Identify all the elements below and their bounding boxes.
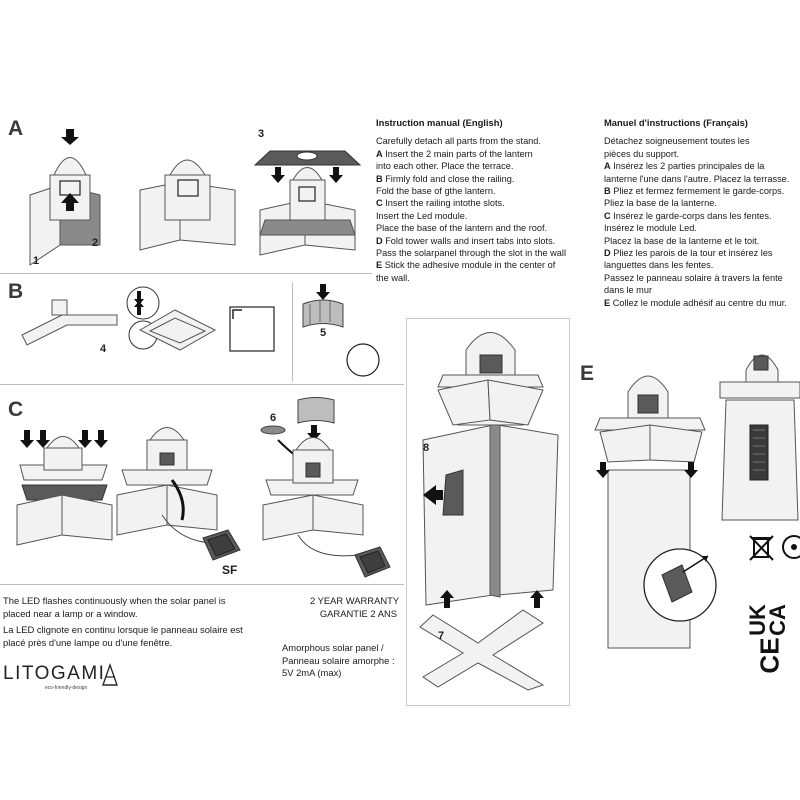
french-line: Insérez le module Led. [604,223,697,234]
led-module-insertion-c2 [116,427,223,544]
part-number-5: 5 [320,327,327,339]
lighthouse-icon [102,663,118,686]
english-line: Pass the solarpanel through the slot in … [376,248,566,259]
solar-panel-spec: Amorphous solar panel / Panneau solaire … [282,642,395,678]
divider-c-bottom [0,584,404,585]
step-label-a: A [8,117,24,140]
arrow-down-icon [61,129,79,145]
part-number-8: 8 [423,442,430,454]
divider-b-c [0,384,404,385]
led-note-fr: La LED clignote en continu lorsque le pa… [3,624,243,648]
english-line: E Stick the adhesive module in the cente… [376,260,556,271]
english-line: into each other. Place the terrace. [376,161,514,172]
french-line: Pliez la base de la lanterne. [604,198,717,209]
french-heading: Manuel d'instructions (Français) [604,117,748,128]
english-line: Place the base of the lantern and the ro… [376,223,548,234]
english-line: B Firmly fold and close the railing. [376,173,515,184]
english-line: Insert the Led module. [376,210,468,221]
french-line: C Insérez le garde-corps dans les fentes… [604,210,772,221]
french-line: D Pliez les parois de la tour et insérez… [604,248,773,259]
railing-folded [126,286,217,351]
ce-mark-icon: CE [754,637,785,674]
part-number-4: 4 [100,343,107,355]
english-line: A Insert the 2 main parts of the lantern [376,148,533,159]
english-line: Carefully detach all parts from the stan… [376,136,541,147]
french-line: Placez la base de la lanterne et le toit… [604,235,760,246]
roof-and-base-c3 [260,397,364,557]
part-number-7: 7 [438,630,445,642]
english-line: the wall. [376,272,410,283]
solar-panel-c3 [354,546,391,578]
step-label-e: E [580,362,595,385]
brand-logo: LITOGAMI [3,663,106,684]
part-number-3: 3 [258,128,265,140]
lantern-assembly-a3 [253,150,362,256]
weee-bin-icon [749,535,774,561]
led-note-en: The LED flashes continuously when the so… [3,595,226,619]
divider-a-b [0,273,372,274]
recycle-icon [782,535,800,559]
part-number-1: 1 [33,255,40,267]
tower-assembly-d [419,332,559,691]
french-line: A Insérez les 2 parties principales de l… [604,161,765,172]
english-line: D Fold tower walls and insert tabs into … [376,235,556,246]
step-label-c: C [8,398,24,421]
led-module-b [302,284,380,377]
french-line: Passez le panneau solaire à travers la f… [604,272,783,283]
part-label-sf: SF [222,563,238,577]
brand-tagline: eco-friendly-design [45,685,88,691]
english-instructions: Instruction manual (English) Carefully d… [376,117,566,284]
tower-side-view-e [719,354,800,521]
french-line: languettes dans les fentes. [604,260,714,271]
lantern-assembly-a1 [29,129,101,266]
tower-assembly-e [594,375,717,649]
french-line: dans le mur [604,285,653,296]
french-line: B Pliez et fermez fermement le garde-cor… [604,186,785,197]
english-line: Fold the base of gthe lantern. [376,186,496,197]
english-line: C Insert the railing intothe slots. [376,198,505,209]
french-line: Détachez soigneusement toutes les [604,136,750,147]
solar-panel-sf [202,529,241,561]
part-number-2: 2 [92,237,99,249]
arrow-up-icon [61,193,79,211]
warranty-block: 2 YEAR WARRANTY GARANTIE 2 ANS [310,595,400,619]
french-line: lanterne l'une dans l'autre. Placez la t… [604,173,790,184]
english-heading: Instruction manual (English) [376,117,503,128]
part-number-6: 6 [270,412,277,424]
divider-b-vertical [292,282,293,382]
french-line: pièces du support. [604,148,680,159]
railing-strip [21,299,118,346]
french-line: E Collez le module adhésif au centre du … [604,297,787,308]
step-label-b: B [8,280,24,303]
lantern-base-square [229,306,275,352]
lantern-assembly-a2 [139,159,236,251]
french-instructions: Manuel d'instructions (Français) Détache… [604,117,800,309]
railing-insertion-c1 [16,430,113,546]
solar-panel-slot [442,469,464,516]
